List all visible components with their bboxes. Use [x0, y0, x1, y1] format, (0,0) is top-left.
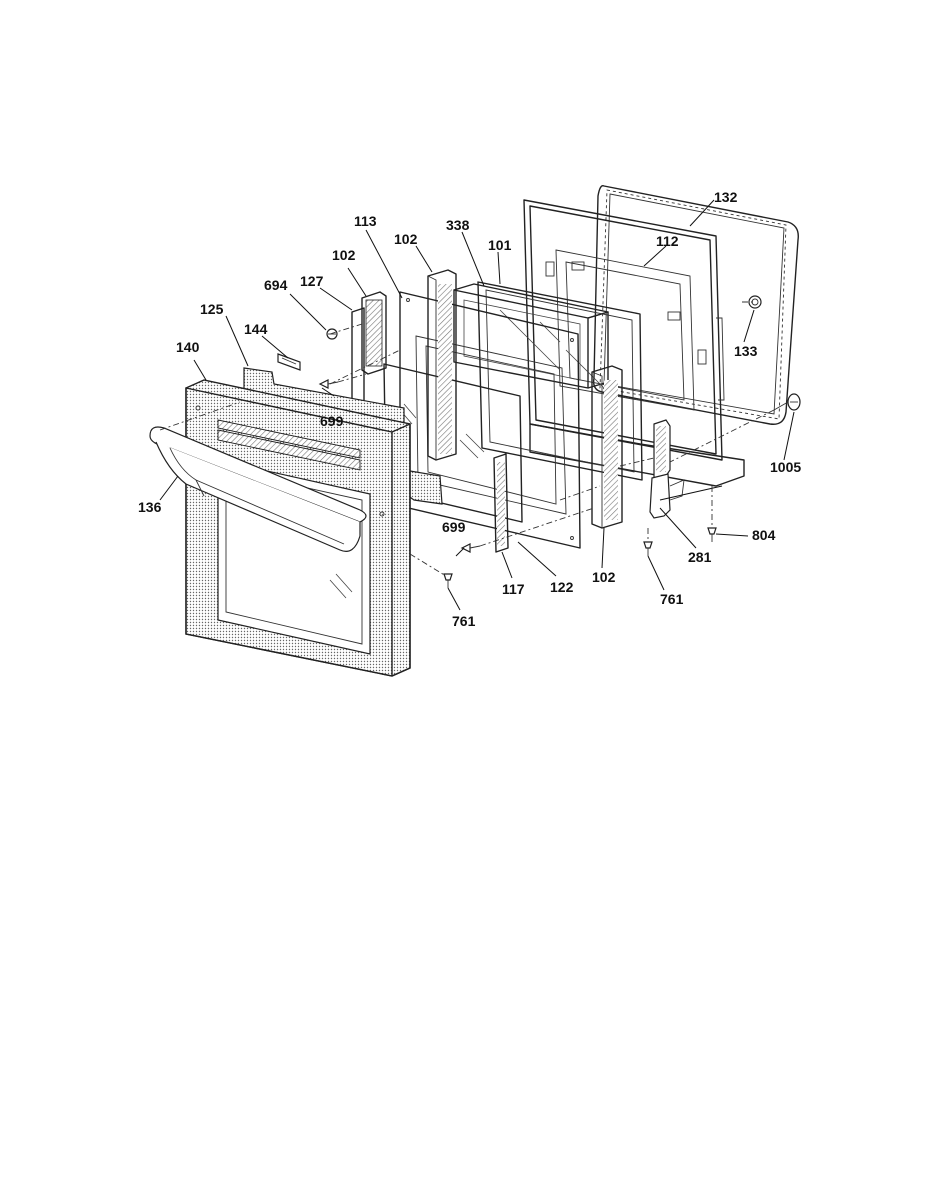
callout-117: 117 [502, 581, 525, 597]
callout-699-bottom: 699 [442, 519, 466, 535]
callout-1005: 1005 [770, 459, 801, 475]
screw-694 [326, 328, 338, 340]
screw-1005 [773, 393, 801, 411]
side-spacer-102-bottom [591, 365, 623, 529]
leader-lines [159, 199, 795, 611]
screw-804 [707, 527, 717, 542]
callout-labels: 132 112 133 1005 804 281 761 102 122 117… [138, 189, 801, 629]
callout-804: 804 [752, 527, 776, 543]
callout-132: 132 [714, 189, 738, 205]
door-gasket-132 [592, 185, 799, 425]
callout-102-mid: 102 [394, 231, 418, 247]
callout-761-right: 761 [660, 591, 684, 607]
door-handle-136 [149, 426, 367, 552]
callout-699-left: 699 [320, 413, 344, 429]
side-spacer-102-top [427, 269, 457, 461]
callout-101: 101 [488, 237, 512, 253]
callout-281: 281 [688, 549, 712, 565]
callout-338: 338 [446, 217, 470, 233]
bracket-144 [277, 353, 301, 371]
callout-140: 140 [176, 339, 200, 355]
callout-136: 136 [138, 499, 162, 515]
glass-pack-338 [453, 283, 609, 389]
callout-102-bottom: 102 [592, 569, 616, 585]
callout-133: 133 [734, 343, 758, 359]
inner-glass-101 [477, 281, 643, 481]
callout-113: 113 [354, 213, 377, 229]
callout-102-top: 102 [332, 247, 356, 263]
hinge-281 [649, 419, 723, 519]
callout-125: 125 [200, 301, 224, 317]
callout-761-bottom: 761 [452, 613, 476, 629]
screw-761-right [643, 541, 653, 556]
door-panel-113 [399, 291, 581, 549]
callout-694: 694 [264, 277, 288, 293]
screw-761-bottom [443, 573, 453, 588]
door-liner-112 [523, 199, 745, 487]
gasket-clip-133 [748, 295, 762, 309]
alignment-lines [159, 301, 775, 577]
screw-699-bottom [460, 543, 481, 553]
hinge-receiver-117 [493, 453, 509, 553]
callout-112: 112 [656, 233, 679, 249]
callout-127: 127 [300, 273, 324, 289]
callout-144: 144 [244, 321, 268, 337]
callout-122: 122 [550, 579, 574, 595]
